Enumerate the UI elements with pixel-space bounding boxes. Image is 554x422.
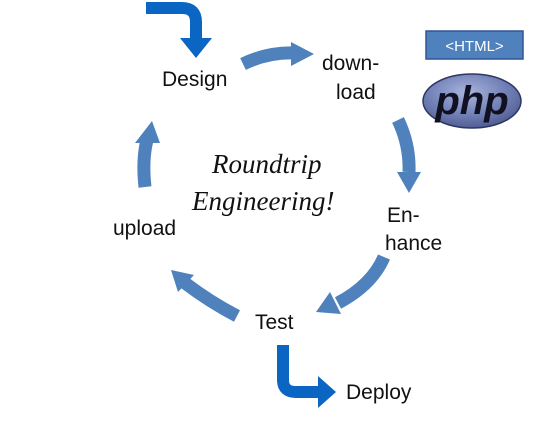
center-title-line2: Engineering! <box>191 186 334 216</box>
center-title-line1: Roundtrip <box>211 149 322 179</box>
node-design: Design <box>162 68 227 91</box>
node-download-line1: down- <box>322 52 379 75</box>
node-enhance-line2: hance <box>385 232 442 255</box>
node-deploy: Deploy <box>346 381 412 404</box>
node-enhance-line1: En- <box>387 204 420 227</box>
arrow-download-to-enhance <box>392 117 421 193</box>
node-download-line2: load <box>336 81 376 104</box>
php-logo-icon: php <box>422 73 522 129</box>
arrow-test-to-upload <box>171 270 241 322</box>
arrow-design-to-download <box>240 42 314 70</box>
node-test: Test <box>255 311 294 334</box>
php-logo-label: php <box>434 79 508 123</box>
html-badge-label: <HTML> <box>445 38 504 55</box>
exit-arrow <box>277 345 336 408</box>
node-upload: upload <box>113 217 176 240</box>
html-badge: <HTML> <box>425 30 524 60</box>
arrow-enhance-to-test <box>316 254 390 314</box>
entry-arrow <box>146 2 212 58</box>
arrow-upload-to-design <box>135 121 160 188</box>
